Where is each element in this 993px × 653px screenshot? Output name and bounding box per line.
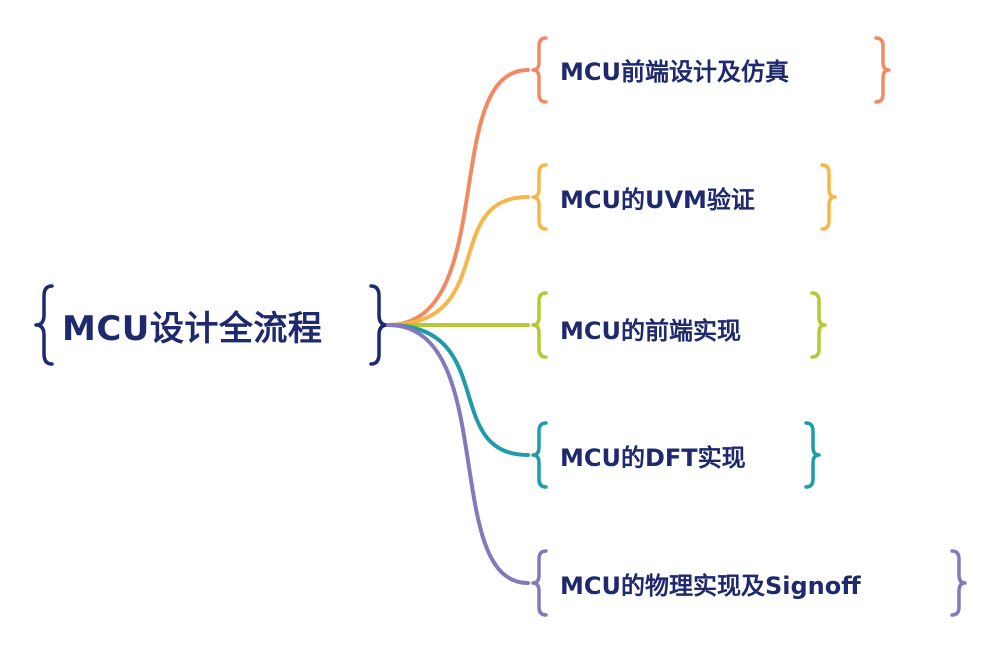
branch-4-bracket-right [804, 421, 821, 489]
branch-node-label: MCU前端设计及仿真 [560, 58, 789, 86]
branch-1-bracket-right [874, 36, 891, 104]
branch-3-bracket-right [810, 291, 827, 359]
branch-3-bracket-left [531, 291, 548, 359]
connector-branch-2 [386, 195, 530, 327]
branch-5-bracket-right [950, 549, 967, 617]
connector-branch-4 [386, 323, 530, 457]
branch-node-label: MCU的物理实现及Signoff [560, 572, 861, 600]
branch-node-label: MCU的DFT实现 [560, 444, 746, 472]
root-node-label: MCU设计全流程 [62, 309, 323, 349]
branch-2-bracket-right [820, 163, 837, 231]
connector-branch-1 [386, 68, 530, 327]
branch-5-bracket-left [531, 549, 548, 617]
branch-node-label: MCU的UVM验证 [560, 186, 755, 214]
branch-4-bracket-left [531, 421, 548, 489]
branch-1-bracket-left [531, 36, 548, 104]
root-bracket-right [369, 284, 389, 366]
connector-branch-5 [386, 323, 530, 585]
root-bracket-left [34, 284, 54, 366]
branch-2-bracket-left [531, 163, 548, 231]
branch-node-label: MCU的前端实现 [560, 317, 741, 345]
